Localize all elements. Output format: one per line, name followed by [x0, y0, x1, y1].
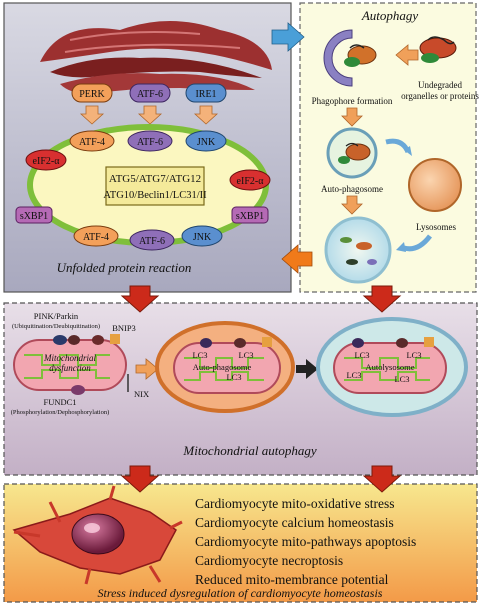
mito-autolysosome-icon [316, 317, 468, 417]
lc3-b-3: LC3 [346, 370, 361, 380]
fundc1-label: FUNDC1 [43, 397, 76, 407]
eif2a-left-label: eIF2-α [33, 156, 61, 167]
arrow-undegraded-to-phagophore [395, 44, 419, 66]
sensor-label-perk: PERK [79, 89, 105, 100]
top-row-atf4: ATF-4 [79, 137, 105, 148]
sxbp1-right-label: sXBP1 [236, 211, 264, 222]
eif2a-right-shape [229, 169, 271, 191]
mito-title: Mitochondrial autophagy [182, 443, 316, 458]
phagophore-icon [323, 29, 377, 87]
autolysosome-icon [324, 216, 392, 284]
mito-dysfunction-label-2: dysfunction [49, 363, 91, 373]
undegraded-label-1: Undegraded [418, 80, 462, 90]
bottom-row-jnk: JNK [193, 232, 212, 243]
stress-item-4: Cardiomyocyte necroptosis [195, 553, 343, 568]
sxbp1-left-label: sXBP1 [20, 211, 48, 222]
atg-line-2: ATG10/Beclin1/LC31/II [103, 190, 207, 201]
cardiomyocyte-icon [12, 485, 183, 585]
arrow-autophagosome-down [341, 195, 363, 215]
stress-caption: Stress induced dysregulation of cardiomy… [98, 586, 383, 600]
autophagosome-label: Auto-phagosome [321, 184, 383, 194]
undegraded-organelles-icon [419, 36, 457, 63]
arrow-autophagy-to-upr [281, 244, 313, 274]
autophagosome-icon [326, 127, 378, 179]
top-row-jnk: JNK [197, 137, 216, 148]
arrow-upr-to-mito [120, 285, 160, 313]
autophagy-title: Autophagy [361, 8, 419, 23]
stress-item-5: Reduced mito-membrance potential [195, 572, 389, 587]
upr-bottom-row [73, 225, 223, 251]
arrow-mito-to-autophagosome [135, 358, 159, 380]
phagophore-label: Phagophore formation [312, 96, 393, 106]
sensor-label-ire1: IRE1 [195, 89, 216, 100]
mito-autophagosome-label: Auto-phagosome [193, 362, 252, 372]
bnip3-label: BNIP3 [112, 323, 136, 333]
arrow-to-autolysosome [403, 234, 432, 252]
upr-title: Unfolded protein reaction [57, 260, 192, 275]
sensor-label-atf6: ATF-6 [137, 89, 163, 100]
bottom-row-atf6: ATF-6 [139, 236, 165, 247]
mito-receptors [53, 334, 120, 395]
undegraded-label-2: organelles or proteins [401, 91, 479, 101]
lc3-a-3: LC3 [226, 372, 241, 382]
lc3-b-2: LC3 [406, 350, 421, 360]
stress-item-3: Cardiomyocyte mito-pathways apoptosis [195, 534, 416, 549]
sxbp1-right-shape [231, 206, 269, 224]
pink-parkin-sub: (Ubiquitination/Deubiquitination) [12, 323, 100, 330]
arrow-autophagy-to-mito [362, 285, 402, 313]
arrow-to-autolysosome-head [396, 242, 406, 252]
lc3-a-1: LC3 [192, 350, 207, 360]
lc3-b-1: LC3 [354, 350, 369, 360]
arrow-upr-to-autophagy [271, 22, 305, 52]
nix-label: NIX [134, 389, 149, 399]
mito-autophagosome-icon [155, 321, 295, 413]
sxbp1-left-shape [15, 206, 53, 224]
eif2a-left-shape [25, 149, 67, 171]
eif2a-right-label: eIF2-α [237, 176, 265, 187]
stress-item-1: Cardiomyocyte mito-oxidative stress [195, 496, 394, 511]
atg-box [105, 166, 205, 206]
arrow-to-lysosome-head [404, 146, 412, 156]
mito-autolysosome-label: Autolysosome [365, 362, 414, 372]
sensor-arrows [79, 105, 219, 125]
arrow-phagophore-down [341, 107, 363, 127]
fundc1-sub: (Phosphorylation/Dephosphorylation) [11, 409, 110, 416]
lc3-a-2: LC3 [238, 350, 253, 360]
arrow-to-autolysosome-mito [296, 359, 318, 379]
upr-top-row [69, 130, 227, 152]
lysosomes-label: Lysosomes [416, 222, 457, 232]
er-sensors [71, 83, 227, 103]
atg-line-1: ATG5/ATG7/ATG12 [109, 173, 201, 185]
stress-item-2: Cardiomyocyte calcium homeostasis [195, 515, 394, 530]
bottom-row-atf4: ATF-4 [83, 232, 109, 243]
arrow-mito-to-stress-right [362, 465, 402, 493]
lysosome-icon [408, 158, 462, 212]
arrow-mito-to-stress-left [120, 465, 160, 493]
top-row-atf6: ATF-6 [137, 137, 163, 148]
mito-dysfunction-label-1: Mitochondrial [43, 353, 96, 363]
lc3-b-4: LC3 [394, 374, 409, 384]
pink-parkin-label: PINK/Parkin [34, 311, 79, 321]
